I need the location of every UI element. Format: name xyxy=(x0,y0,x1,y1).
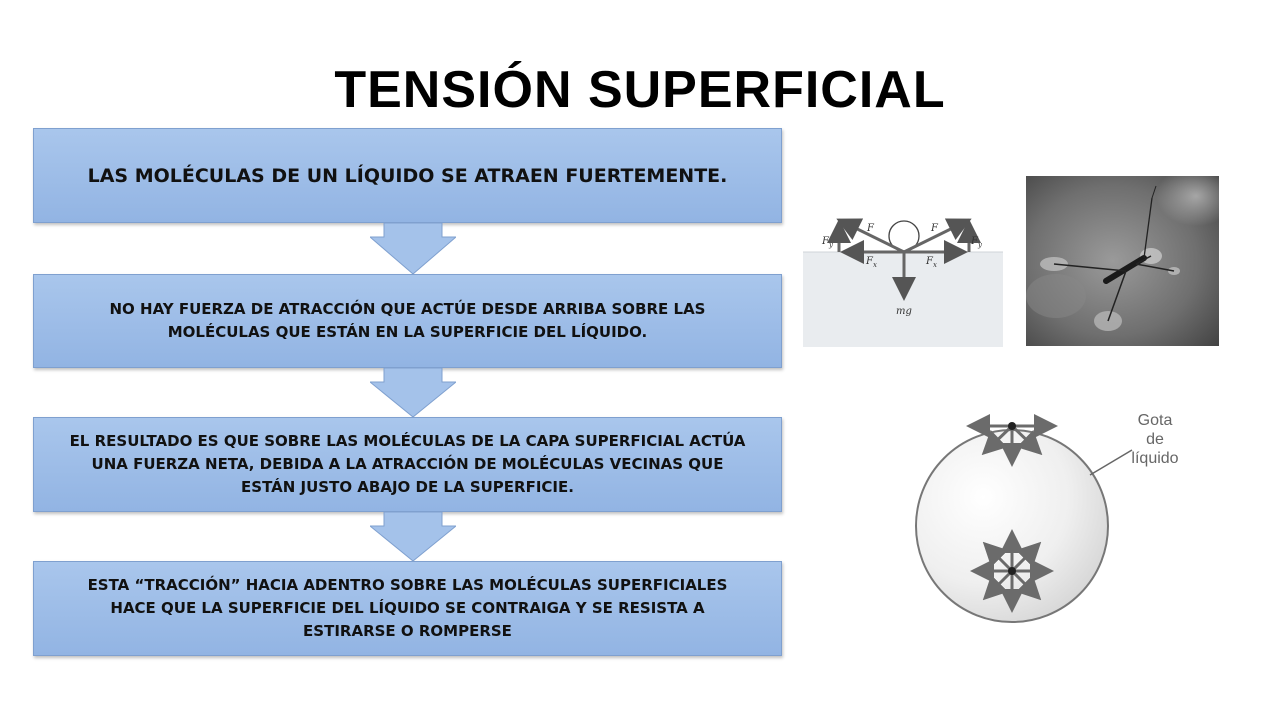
flow-step-3-text: EL RESULTADO ES QUE SOBRE LAS MOLÉCULAS … xyxy=(69,432,746,496)
flow-step-4-text: ESTA “TRACCIÓN” HACIA ADENTRO SOBRE LAS … xyxy=(87,576,728,640)
fx-label-right: Fx xyxy=(925,256,937,269)
surface-molecule-icon xyxy=(1008,422,1016,430)
fy-label-right: Fy xyxy=(970,236,983,249)
flow-step-3: EL RESULTADO ES QUE SOBRE LAS MOLÉCULAS … xyxy=(33,417,782,512)
down-arrow-icon xyxy=(370,223,456,274)
flow-step-1-text: LAS MOLÉCULAS DE UN LÍQUIDO SE ATRAEN FU… xyxy=(87,164,728,187)
fx-label-left: Fx xyxy=(865,256,877,269)
force-label-right: F xyxy=(930,223,939,234)
surface-force-diagram: F F Fy Fy Fx Fx mg xyxy=(803,218,1003,347)
liquid-drop-diagram: Gota de líquido xyxy=(915,412,1179,623)
drop-label-line-3: líquido xyxy=(1131,450,1178,467)
weight-label: mg xyxy=(896,306,912,317)
interior-molecule-icon xyxy=(1008,567,1016,575)
fy-label-left: Fy xyxy=(821,236,834,249)
flow-step-1: LAS MOLÉCULAS DE UN LÍQUIDO SE ATRAEN FU… xyxy=(33,128,782,223)
flow-step-2-text: NO HAY FUERZA DE ATRACCIÓN QUE ACTÚE DES… xyxy=(109,300,706,341)
slide-title: TENSIÓN SUPERFICIAL xyxy=(334,61,946,119)
drop-label-line-2: de xyxy=(1146,431,1164,448)
down-arrow-icon xyxy=(370,512,456,561)
flow-step-2: NO HAY FUERZA DE ATRACCIÓN QUE ACTÚE DES… xyxy=(33,274,782,368)
force-label-left: F xyxy=(866,223,875,234)
down-arrow-icon xyxy=(370,368,456,417)
flow-step-4: ESTA “TRACCIÓN” HACIA ADENTRO SOBRE LAS … xyxy=(33,561,782,656)
water-strider-photo xyxy=(1026,176,1219,346)
drop-label-line-1: Gota xyxy=(1138,412,1173,429)
